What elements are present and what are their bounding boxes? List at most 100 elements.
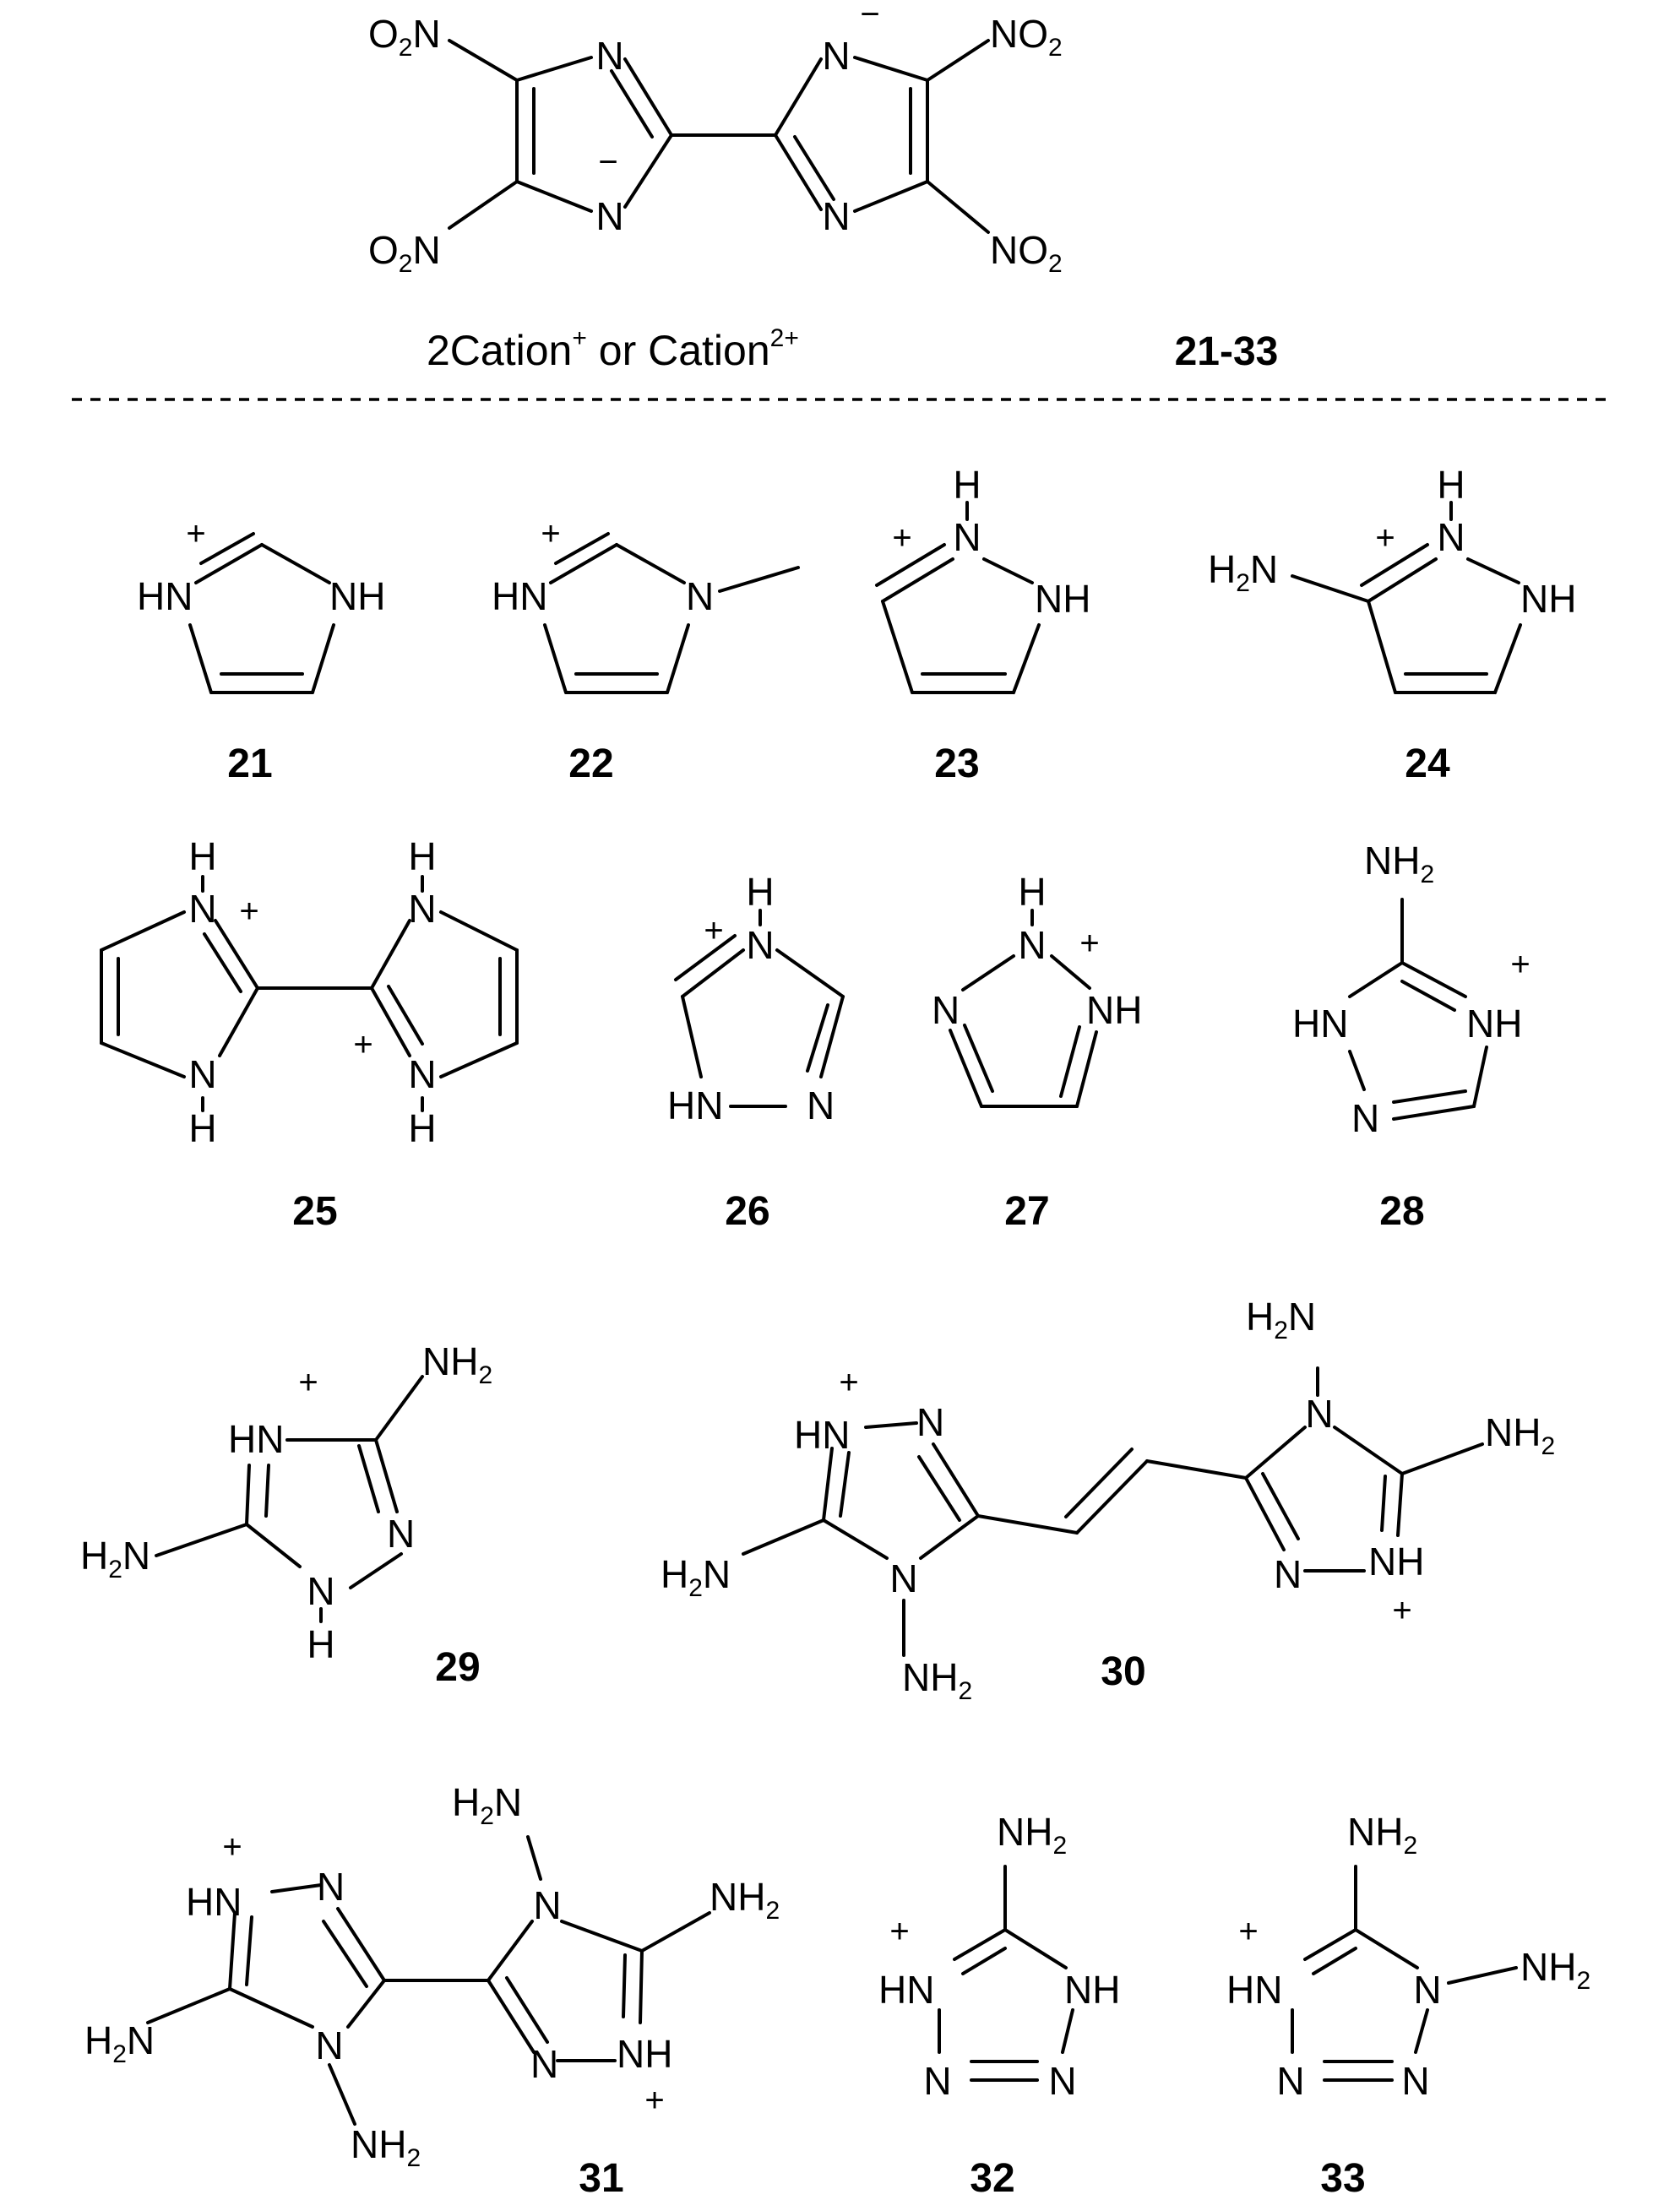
31-n4-right: N [533, 1883, 561, 1927]
22-hn: HN [492, 574, 547, 618]
30-n4-left: N [889, 1556, 917, 1600]
nitro-label-bottom-left: O2N [368, 228, 441, 278]
label-33: 33 [1320, 2156, 1365, 2200]
29-nh2: NH2 [422, 1339, 492, 1389]
30-h2n-top: H2N [1246, 1295, 1316, 1344]
26-n: N [746, 923, 774, 967]
29-n: N [387, 1512, 415, 1556]
33-nh2-right: NH2 [1520, 1945, 1590, 1995]
label-26: 26 [725, 1189, 769, 1234]
label-24: 24 [1405, 741, 1450, 786]
29-hn: HN [228, 1417, 284, 1461]
label-25: 25 [292, 1189, 337, 1234]
30-hn: HN [794, 1413, 850, 1457]
30-n-bottom-right: N [1274, 1552, 1302, 1596]
label-21: 21 [227, 741, 272, 786]
25-h-bottom-left: H [188, 1106, 216, 1150]
31-nh2-right: NH2 [710, 1875, 780, 1925]
compound-21: HN NH + 21 [137, 515, 385, 786]
23-plus: + [892, 519, 911, 557]
21-hn: HN [137, 574, 193, 618]
compound-23: H N NH + 23 [875, 463, 1090, 786]
32-n-right: N [1048, 2059, 1076, 2103]
32-nh2: NH2 [997, 1810, 1067, 1860]
31-plus-right: + [644, 2082, 664, 2119]
label-23: 23 [934, 741, 979, 786]
31-hn: HN [186, 1880, 242, 1924]
27-n-left: N [932, 988, 960, 1032]
32-n-left: N [923, 2059, 951, 2103]
24-h: H [1437, 463, 1465, 507]
label-28: 28 [1379, 1189, 1424, 1234]
anion-n1: N [595, 34, 623, 78]
29-plus: + [298, 1364, 318, 1401]
compound-27: H N + N NH 27 [932, 870, 1142, 1234]
nitro-label-top-left: O2N [368, 12, 441, 62]
24-n: N [1437, 515, 1465, 559]
30-nh2-right: NH2 [1485, 1410, 1555, 1460]
label-30: 30 [1101, 1649, 1145, 1694]
compound-31: + HN N H2N N NH2 H2N N NH2 N NH + 31 [84, 1780, 780, 2200]
anion-structure: N N − N − N O2N O2N NO2 NO2 2Cation+ or … [368, 0, 1278, 374]
26-h: H [746, 870, 774, 914]
nitro-label-top-right: NO2 [990, 12, 1063, 62]
anion-minus-right: − [860, 0, 879, 33]
26-n-bottom: N [807, 1084, 835, 1127]
25-h-bottom-right: H [408, 1106, 436, 1150]
25-plus-right: + [353, 1026, 372, 1063]
27-n-top: N [1018, 923, 1046, 967]
25-n-top-left: N [188, 887, 216, 931]
33-plus: + [1238, 1913, 1258, 1950]
28-nh: NH [1466, 1002, 1522, 1046]
26-hn: HN [667, 1084, 723, 1127]
21-plus: + [186, 515, 205, 552]
30-nh2-bottom: NH2 [902, 1655, 972, 1705]
25-h-top-right: H [408, 834, 436, 878]
32-hn: HN [878, 1968, 934, 2012]
nitro-label-bottom-right: NO2 [990, 228, 1063, 278]
30-plus-right: + [1392, 1592, 1411, 1629]
22-plus: + [541, 515, 560, 552]
label-32: 32 [970, 2156, 1014, 2200]
33-hn: HN [1226, 1968, 1282, 2012]
compound-33: NH2 + HN N NH2 N N 33 [1226, 1810, 1590, 2200]
33-n-right: N [1401, 2059, 1429, 2103]
28-nh2: NH2 [1364, 839, 1434, 888]
33-n-left: N [1276, 2059, 1304, 2103]
30-plus-left: + [839, 1364, 858, 1401]
23-h: H [953, 463, 981, 507]
30-nh-right: NH [1368, 1540, 1424, 1583]
compound-22: HN N + 22 [492, 515, 800, 786]
24-plus: + [1375, 519, 1395, 557]
33-n: N [1413, 1968, 1441, 2012]
32-nh: NH [1064, 1968, 1120, 2012]
23-nh: NH [1035, 577, 1090, 621]
31-n-bottom-right: N [530, 2042, 558, 2086]
21-nh: NH [329, 574, 385, 618]
compound-28: NH2 HN NH + N 28 [1292, 839, 1530, 1234]
28-hn: HN [1292, 1002, 1348, 1046]
compound-32: NH2 + HN NH N N 32 [878, 1810, 1120, 2200]
compound-26: H N + HN N 26 [667, 870, 845, 1234]
29-n-bottom: N [307, 1569, 334, 1613]
label-27: 27 [1004, 1189, 1049, 1234]
31-n4-left: N [315, 2023, 343, 2067]
31-h2n-top: H2N [452, 1780, 522, 1830]
24-nh: NH [1520, 577, 1576, 621]
23-n: N [953, 515, 981, 559]
26-plus: + [704, 912, 723, 949]
label-29: 29 [435, 1645, 480, 1690]
25-h-top-left: H [188, 834, 216, 878]
27-h: H [1018, 870, 1046, 914]
anion-n3: N [595, 194, 623, 238]
compound-24: H N NH + H2N 24 [1208, 463, 1576, 786]
25-n-top-right: N [408, 887, 436, 931]
anion-compound-id: 21-33 [1175, 329, 1279, 374]
28-plus: + [1510, 946, 1530, 983]
22-n: N [686, 574, 714, 618]
28-n: N [1351, 1096, 1379, 1140]
31-n-top-left: N [317, 1865, 345, 1909]
32-plus: + [889, 1913, 909, 1950]
31-plus-left: + [222, 1828, 242, 1866]
